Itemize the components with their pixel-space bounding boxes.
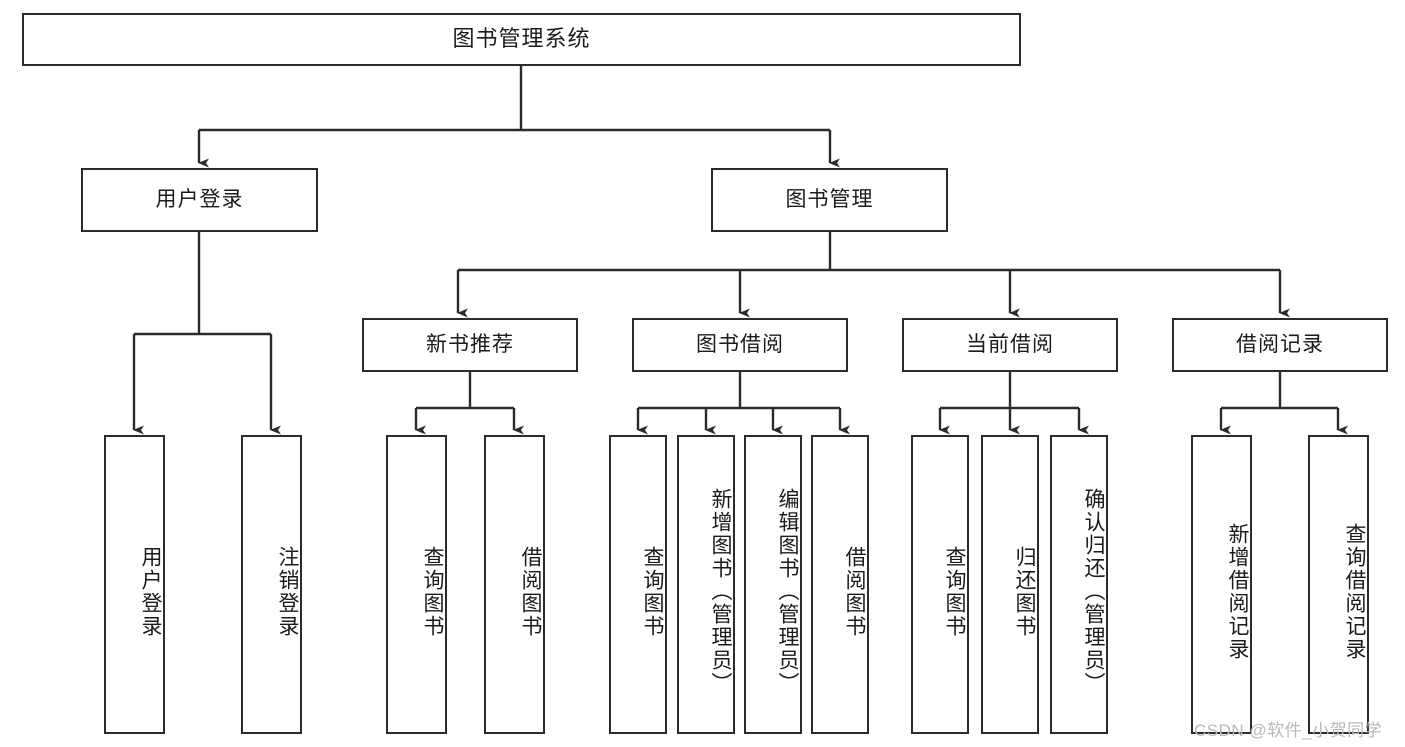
- node-leaf-label: 新增图书（管理员）: [709, 488, 732, 695]
- node-leaf-label: 查询图书: [641, 545, 664, 638]
- node-leaf-label: 查询借阅记录: [1343, 522, 1366, 661]
- node-borrow-record[interactable]: 借阅记录: [1172, 318, 1388, 372]
- node-leaf-label: 编辑图书（管理员）: [776, 488, 799, 695]
- node-leaf-borrow-book-newbook[interactable]: 借阅图书: [484, 435, 545, 734]
- node-current-borrow[interactable]: 当前借阅: [902, 318, 1118, 372]
- node-book-borrow[interactable]: 图书借阅: [632, 318, 848, 372]
- node-leaf-label: 归还图书: [1013, 545, 1036, 638]
- node-leaf-label: 新增借阅记录: [1226, 522, 1249, 661]
- node-leaf-add-book-admin[interactable]: 新增图书（管理员）: [677, 435, 735, 734]
- node-leaf-label: 确认归还（管理员）: [1082, 488, 1105, 695]
- node-leaf-label: 注销登录: [276, 545, 299, 638]
- node-current-borrow-label: 当前借阅: [966, 333, 1054, 357]
- node-leaf-query-borrow-record[interactable]: 查询借阅记录: [1308, 435, 1369, 734]
- node-new-book-recommend-label: 新书推荐: [426, 333, 514, 357]
- node-leaf-edit-book-admin[interactable]: 编辑图书（管理员）: [744, 435, 802, 734]
- node-book-management[interactable]: 图书管理: [711, 168, 948, 232]
- node-book-borrow-label: 图书借阅: [696, 333, 784, 357]
- node-leaf-label: 用户登录: [139, 545, 162, 638]
- node-leaf-confirm-return-admin[interactable]: 确认归还（管理员）: [1050, 435, 1108, 734]
- node-root-label: 图书管理系统: [452, 26, 591, 52]
- node-leaf-logout[interactable]: 注销登录: [241, 435, 302, 734]
- node-leaf-label: 借阅图书: [843, 545, 866, 638]
- node-leaf-label: 查询图书: [943, 545, 966, 638]
- csdn-watermark: CSDN @软件_小贺同学: [1194, 721, 1383, 740]
- node-leaf-user-login[interactable]: 用户登录: [104, 435, 165, 734]
- node-new-book-recommend[interactable]: 新书推荐: [362, 318, 578, 372]
- node-leaf-query-book-borrow[interactable]: 查询图书: [609, 435, 667, 734]
- node-book-management-label: 图书管理: [785, 188, 874, 212]
- node-leaf-label: 查询图书: [421, 545, 444, 638]
- node-user-login[interactable]: 用户登录: [81, 168, 318, 232]
- node-leaf-borrow-book[interactable]: 借阅图书: [811, 435, 869, 734]
- node-leaf-query-book-current[interactable]: 查询图书: [911, 435, 969, 734]
- node-borrow-record-label: 借阅记录: [1236, 333, 1324, 357]
- node-root-book-management-system[interactable]: 图书管理系统: [22, 13, 1021, 66]
- node-leaf-query-book-newbook[interactable]: 查询图书: [386, 435, 447, 734]
- node-leaf-return-book[interactable]: 归还图书: [981, 435, 1039, 734]
- node-user-login-label: 用户登录: [155, 188, 244, 212]
- node-leaf-add-borrow-record[interactable]: 新增借阅记录: [1191, 435, 1252, 734]
- node-leaf-label: 借阅图书: [519, 545, 542, 638]
